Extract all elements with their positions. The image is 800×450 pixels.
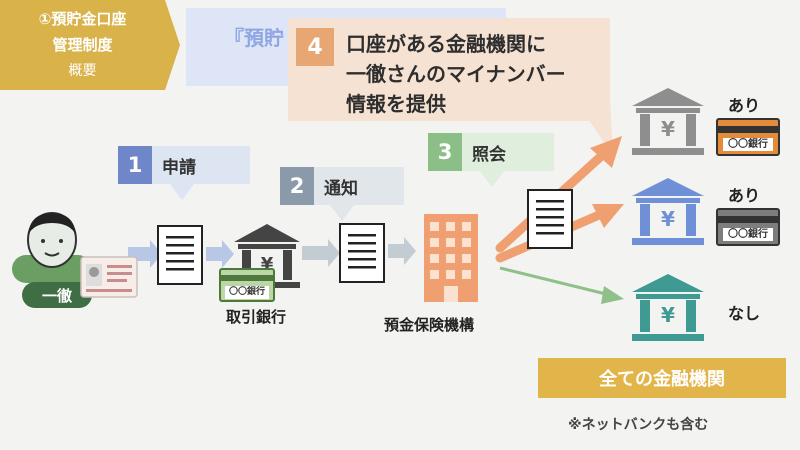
yen-icon: ¥ — [661, 117, 675, 141]
step-1-badge: 1 申請 — [118, 146, 250, 184]
document-icon — [157, 225, 203, 285]
step-1-label: 申請 — [152, 146, 250, 184]
yen-icon: ¥ — [661, 207, 675, 231]
step-2-tail — [330, 205, 354, 221]
arrow-icon — [388, 237, 416, 265]
callout-line-2: 一徹さんのマイナンバー — [346, 62, 566, 86]
bank-card-text: 〇〇銀行 — [225, 286, 269, 299]
step-3-number: 3 — [428, 133, 462, 171]
step-3-badge: 3 照会 — [428, 133, 554, 171]
tag-shape — [0, 0, 180, 90]
bank-icon: ¥ — [632, 88, 704, 155]
deposit-insurance-label: 預金保険機構 — [384, 316, 475, 334]
section-tag: ①預貯金口座 管理制度 概要 — [0, 0, 180, 90]
bank-icon: ¥ — [632, 178, 704, 245]
callout-line-3: 情報を提供 — [346, 92, 446, 116]
bank-icon: ¥ — [632, 274, 704, 341]
bank-2-card-icon: 〇〇銀行 — [716, 208, 780, 246]
all-banks-label: 全ての金融機関 — [538, 358, 786, 398]
person-icon — [12, 212, 92, 283]
bank-2-card-text: 〇〇銀行 — [723, 228, 773, 241]
bank-3-status: なし — [728, 304, 761, 323]
step-2-label: 通知 — [314, 167, 404, 205]
bank-1-status: あり — [728, 96, 761, 115]
bank-card-icon: 〇〇銀行 — [219, 268, 275, 302]
callout-number: 4 — [296, 28, 334, 66]
id-card-icon — [80, 256, 138, 298]
step-2-number: 2 — [280, 167, 314, 205]
step-1-tail — [170, 184, 194, 200]
bank-1-card-text: 〇〇銀行 — [723, 138, 773, 151]
document-icon — [339, 223, 385, 283]
callout-step-4: 4 口座がある金融機関に 一徹さんのマイナンバー 情報を提供 — [288, 18, 610, 121]
tag-line-3: 概要 — [68, 63, 97, 79]
tag-line-2: 管理制度 — [52, 36, 113, 54]
arrow-icon — [206, 240, 234, 268]
step-3-tail — [480, 171, 504, 187]
arrow-icon — [302, 239, 340, 267]
bank-2-status: あり — [728, 186, 761, 205]
arrow-icon — [499, 266, 624, 304]
yen-icon: ¥ — [661, 303, 675, 327]
transaction-bank-label: 取引銀行 — [226, 308, 287, 326]
net-bank-note: ※ネットバンクも含む — [568, 417, 709, 433]
step-2-badge: 2 通知 — [280, 167, 404, 205]
building-icon — [424, 214, 478, 302]
bank-1-card-icon: 〇〇銀行 — [716, 118, 780, 156]
banner-text: 『預貯 — [224, 26, 284, 50]
document-icon — [527, 189, 573, 249]
step-3-label: 照会 — [462, 133, 554, 171]
tag-line-1: ①預貯金口座 — [38, 10, 127, 28]
callout-line-1: 口座がある金融機関に — [346, 32, 546, 56]
step-1-number: 1 — [118, 146, 152, 184]
